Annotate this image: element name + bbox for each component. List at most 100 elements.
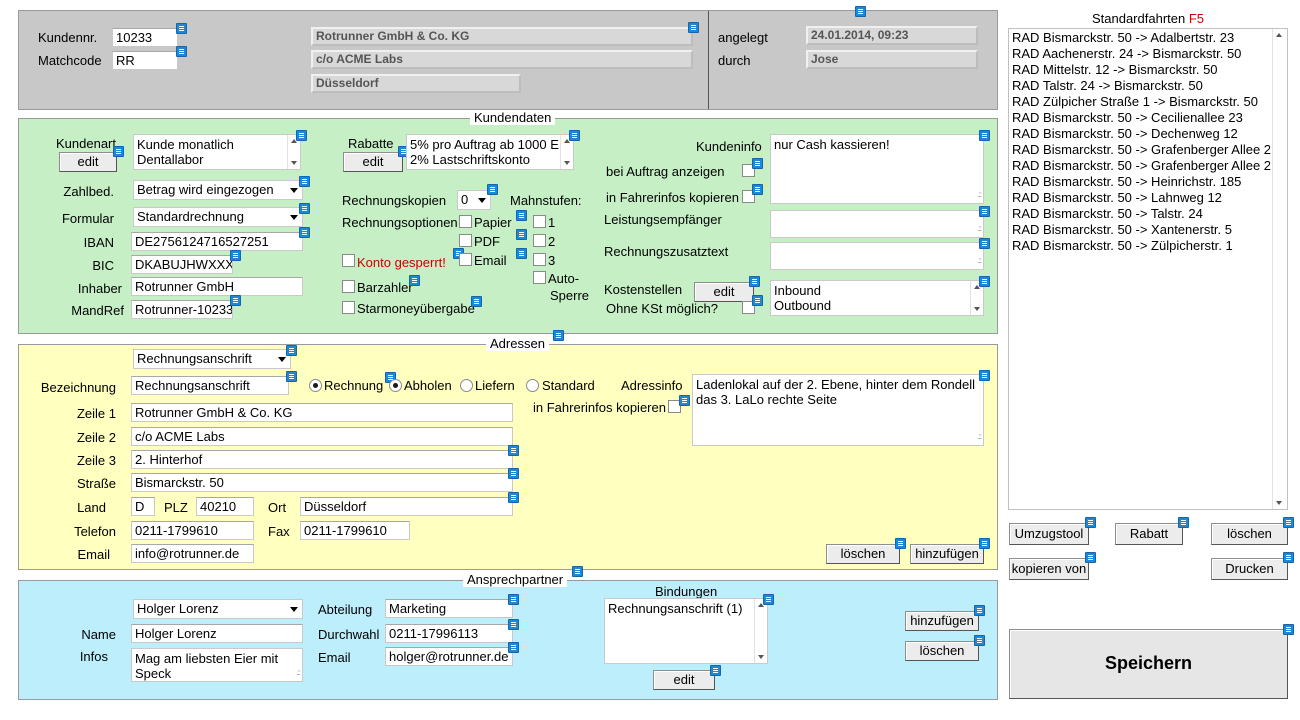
radio-rechnung[interactable]: [309, 379, 322, 392]
infos-textarea[interactable]: Mag am liebsten Eier mit Speck .::: [131, 648, 303, 682]
rechnungskopien-select[interactable]: 0: [457, 190, 491, 210]
bezeichnung-input[interactable]: Rechnungsanschrift: [131, 376, 289, 395]
bindungen-list[interactable]: Rechnungsanschrift (1): [604, 598, 768, 664]
autosperre-checkbox[interactable]: [533, 271, 546, 284]
standardfahrt-item[interactable]: RAD Aachenerstr. 24 -> Bismarckstr. 50: [1012, 46, 1242, 61]
starmoney-checkbox[interactable]: [342, 301, 355, 314]
standardfahrt-item[interactable]: RAD Bismarckstr. 50 -> Talstr. 24: [1012, 206, 1203, 221]
note-icon[interactable]: [979, 206, 990, 217]
mandref-input[interactable]: Rotrunner-10233: [131, 300, 233, 319]
address-type-select[interactable]: Rechnungsanschrift: [133, 349, 291, 369]
note-icon[interactable]: [974, 635, 985, 646]
papier-checkbox[interactable]: [459, 215, 472, 228]
standardfahrt-item[interactable]: RAD Bismarckstr. 50 -> Adalbertstr. 23: [1012, 30, 1235, 45]
adr-in-fahrerinfos-checkbox[interactable]: [668, 400, 681, 413]
speichern-button[interactable]: Speichern: [1009, 629, 1288, 699]
standardfahrt-item[interactable]: RAD Bismarckstr. 50 -> Cecilienallee 23: [1012, 110, 1243, 125]
contact-email-input[interactable]: holger@rotrunner.de: [385, 647, 513, 666]
note-icon[interactable]: [471, 296, 482, 307]
rabatte-scrollbar[interactable]: [560, 135, 573, 169]
note-icon[interactable]: [752, 158, 763, 169]
standardfahrt-item[interactable]: RAD Bismarckstr. 50 -> Heinrichstr. 185: [1012, 174, 1242, 189]
mahn3-checkbox[interactable]: [533, 253, 546, 266]
standardfahrt-item[interactable]: RAD Bismarckstr. 50 -> Lahnweg 12: [1012, 190, 1222, 205]
barzahler-checkbox[interactable]: [342, 280, 355, 293]
zahlbed-select[interactable]: Betrag wird eingezogen: [133, 180, 303, 200]
rabatt-button[interactable]: Rabatt: [1115, 523, 1183, 545]
mahn2-checkbox[interactable]: [533, 234, 546, 247]
ohne-kst-checkbox[interactable]: [742, 301, 755, 314]
bei-auftrag-checkbox[interactable]: [742, 164, 755, 177]
note-icon[interactable]: [979, 130, 990, 141]
note-icon[interactable]: [1085, 517, 1096, 528]
land-input[interactable]: D: [131, 497, 155, 516]
note-icon[interactable]: [572, 566, 583, 577]
note-icon[interactable]: [516, 229, 527, 240]
note-icon[interactable]: [176, 23, 187, 34]
standardfahrt-item[interactable]: RAD Talstr. 24 -> Bismarckstr. 50: [1012, 78, 1203, 93]
note-icon[interactable]: [508, 642, 519, 653]
email-checkbox[interactable]: [459, 253, 472, 266]
note-icon[interactable]: [710, 665, 721, 676]
mahn1-checkbox[interactable]: [533, 215, 546, 228]
note-icon[interactable]: [763, 594, 774, 605]
bic-input[interactable]: DKABUJHWXXX: [131, 255, 233, 274]
note-icon[interactable]: [508, 445, 519, 456]
in-fahrerinfos-checkbox[interactable]: [742, 190, 755, 203]
kostenstellen-list[interactable]: Inbound Outbound: [770, 280, 984, 316]
strasse-input[interactable]: Bismarckstr. 50: [131, 473, 513, 492]
contact-select[interactable]: Holger Lorenz: [133, 599, 303, 619]
note-icon[interactable]: [553, 330, 564, 341]
adr-delete-button[interactable]: löschen: [826, 544, 900, 564]
note-icon[interactable]: [508, 594, 519, 605]
pdf-checkbox[interactable]: [459, 234, 472, 247]
note-icon[interactable]: [299, 227, 310, 238]
note-icon[interactable]: [979, 238, 990, 249]
note-icon[interactable]: [895, 538, 906, 549]
konto-gesperrt-checkbox[interactable]: [342, 254, 355, 267]
note-icon[interactable]: [508, 619, 519, 630]
note-icon[interactable]: [569, 130, 580, 141]
note-icon[interactable]: [679, 395, 690, 406]
zeile1-input[interactable]: Rotrunner GmbH & Co. KG: [131, 403, 513, 422]
matchcode-input[interactable]: RR: [112, 51, 178, 70]
note-icon[interactable]: [409, 275, 420, 286]
note-icon[interactable]: [299, 176, 310, 187]
adr-add-button[interactable]: hinzufügen: [910, 544, 984, 564]
rabatte-list[interactable]: 5% pro Auftrag ab 1000 E 2% Lastschrifts…: [406, 134, 574, 170]
note-icon[interactable]: [752, 184, 763, 195]
leistungsempfaenger-input[interactable]: .::: [770, 210, 984, 238]
bindungen-item[interactable]: Rechnungsanschrift (1): [608, 601, 743, 616]
standardfahrt-item[interactable]: RAD Bismarckstr. 50 -> Grafenberger Alle…: [1012, 142, 1272, 157]
note-icon[interactable]: [855, 6, 866, 17]
kundeninfo-textarea[interactable]: nur Cash kassieren!.::: [770, 134, 984, 204]
inhaber-input[interactable]: Rotrunner GmbH: [131, 277, 303, 296]
standardfahrt-item[interactable]: RAD Zülpicher Straße 1 -> Bismarckstr. 5…: [1012, 94, 1258, 109]
contact-delete-button[interactable]: löschen: [905, 641, 979, 661]
standardfahrten-scrollbar[interactable]: [1272, 29, 1287, 509]
note-icon[interactable]: [299, 203, 310, 214]
kundenart-list[interactable]: Kunde monatlich Dentallabor: [133, 134, 301, 170]
note-icon[interactable]: [749, 276, 760, 287]
note-icon[interactable]: [508, 468, 519, 479]
standardfahrt-item[interactable]: RAD Bismarckstr. 50 -> Dechenweg 12: [1012, 126, 1238, 141]
zeile2-input[interactable]: c/o ACME Labs: [131, 427, 513, 446]
note-icon[interactable]: [688, 22, 699, 33]
rechnungszusatztext-input[interactable]: .::: [770, 242, 984, 270]
note-icon[interactable]: [974, 605, 985, 616]
adressinfo-textarea[interactable]: Ladenlokal auf der 2. Ebene, hinter dem …: [692, 374, 984, 446]
contact-add-button[interactable]: hinzufügen: [905, 611, 979, 631]
note-icon[interactable]: [1283, 624, 1294, 635]
standardfahrt-item[interactable]: RAD Bismarckstr. 50 -> Xantenerstr. 5: [1012, 222, 1232, 237]
durchwahl-input[interactable]: 0211-17996113: [385, 624, 513, 643]
note-icon[interactable]: [487, 184, 498, 195]
note-icon[interactable]: [516, 210, 527, 221]
standardfahrt-item[interactable]: RAD Bismarckstr. 50 -> Zülpicherstr. 1: [1012, 238, 1233, 253]
note-icon[interactable]: [286, 371, 297, 382]
abteilung-input[interactable]: Marketing: [385, 599, 513, 618]
email-input[interactable]: info@rotrunner.de: [131, 544, 254, 563]
note-icon[interactable]: [1283, 517, 1294, 528]
note-icon[interactable]: [286, 345, 297, 356]
note-icon[interactable]: [113, 146, 124, 157]
